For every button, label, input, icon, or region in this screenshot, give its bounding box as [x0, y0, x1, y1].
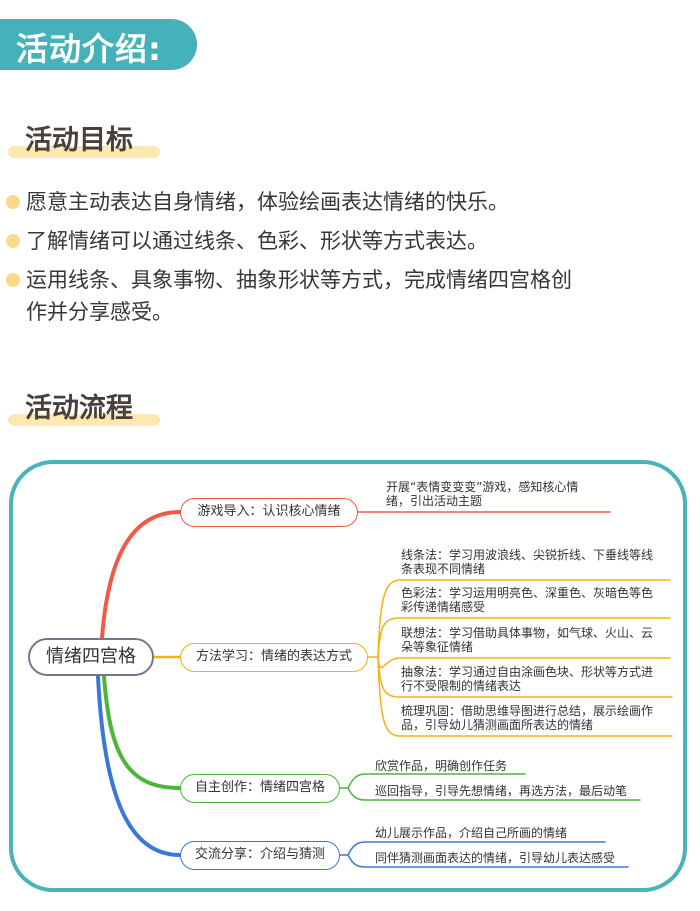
leaf-color-method: 色彩法：学习运用明亮色、深重色、灰暗色等色彩传递情绪感受	[401, 586, 654, 614]
goal-item: 愿意主动表达自身情绪，体验绘画表达情绪的快乐。	[6, 186, 696, 218]
goal-item: 了解情绪可以通过线条、色彩、形状等方式表达。	[6, 225, 696, 257]
leaf-association-method: 联想法：学习借助具体事物，如气球、火山、云朵等象征情绪	[401, 626, 654, 654]
leaf-abstract-method: 抽象法：学习通过自由涂画色块、形状等方式进行不受限制的情绪表达	[401, 665, 654, 693]
section-title-pill: 活动介绍:	[0, 19, 197, 70]
branch-sharing: 交流分享：介绍与猜测	[180, 841, 340, 870]
leaf-peer-guess: 同伴猜测画面表达的情绪，引导幼儿表达感受	[375, 851, 616, 865]
mindmap-frame	[9, 460, 687, 892]
branch-game-intro: 游戏导入：认识核心情绪	[180, 498, 358, 527]
branch-method-learning: 方法学习：情绪的表达方式	[180, 643, 368, 672]
section-title: 活动介绍:	[16, 30, 162, 68]
leaf-game-intro: 开展“表情变变变”游戏，感知核心情绪，引出活动主题	[386, 480, 579, 508]
branch-creation: 自主创作：情绪四宫格	[180, 774, 340, 803]
leaf-guidance: 巡回指导，引导先想情绪，再选方法，最后动笔	[375, 784, 628, 798]
flow-heading-text: 活动流程	[25, 393, 133, 424]
leaf-appreciate: 欣赏作品，明确创作任务	[375, 759, 508, 773]
goals-heading-text: 活动目标	[25, 125, 133, 156]
leaf-review: 梳理巩固：借助思维导图进行总结，展示绘画作品，引导幼儿猜测画面所表达的情绪	[401, 704, 654, 732]
leaf-present: 幼儿展示作品，介绍自己所画的情绪	[375, 826, 568, 840]
bullet-icon	[6, 234, 20, 248]
leaf-line-method: 线条法：学习用波浪线、尖锐折线、下垂线等线条表现不同情绪	[401, 548, 654, 576]
heading-highlight	[8, 146, 160, 158]
heading-highlight	[8, 414, 160, 426]
mindmap-root: 情绪四宫格	[28, 638, 154, 676]
bullet-icon	[6, 273, 20, 287]
goals-list: 愿意主动表达自身情绪，体验绘画表达情绪的快乐。 了解情绪可以通过线条、色彩、形状…	[6, 186, 696, 335]
goal-item: 运用线条、具象事物、抽象形状等方式，完成情绪四宫格创 作并分享感受。	[6, 264, 696, 328]
bullet-icon	[6, 195, 20, 209]
